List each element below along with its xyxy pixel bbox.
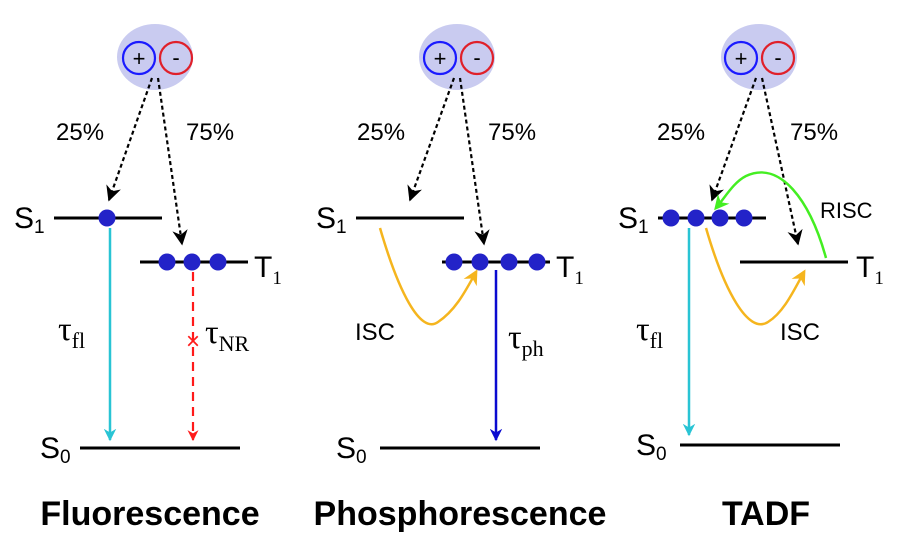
panel-title: TADF [722, 495, 810, 533]
panel-title: Phosphorescence [314, 495, 607, 533]
s0-label: S0 [336, 432, 367, 468]
s0-label: S0 [636, 429, 667, 465]
exciton-dot [500, 253, 518, 271]
exciton-dot [158, 253, 176, 271]
minus-sign: - [473, 45, 480, 70]
hole-circle [422, 40, 458, 76]
plus-sign: + [133, 46, 146, 71]
s0-label: S0 [40, 432, 71, 468]
electron-circle [760, 40, 796, 76]
tau-fl-label: τfl [636, 311, 663, 353]
tau-fl-label: τfl [58, 311, 85, 353]
percent-75: 75% [186, 119, 234, 146]
triplet-branch-arrow [760, 77, 803, 246]
s1-label: S1 [316, 202, 347, 238]
electron-circle [459, 40, 495, 76]
electron-circle [158, 40, 194, 76]
exciton-dot [183, 253, 201, 271]
panel-fluorescence: + - 25% 75% S1 T1 τfl × τNR S0 Fluoresce… [14, 24, 282, 533]
risc-arrow [714, 171, 828, 259]
minus-sign: - [172, 45, 179, 70]
singlet-branch-arrow [407, 77, 456, 202]
minus-sign: - [774, 45, 781, 70]
percent-75: 75% [488, 119, 536, 146]
exciton-pair: + - [117, 24, 194, 90]
exciton-halo [721, 24, 797, 90]
tau-ph-label: τph [508, 319, 544, 361]
exciton-dot [528, 253, 546, 271]
tau-nr-label: τNR [205, 314, 250, 356]
isc-arrow [378, 227, 478, 326]
s1-label: S1 [618, 202, 649, 238]
isc-label: ISC [780, 319, 820, 346]
risc-label: RISC [820, 198, 873, 223]
t1-label: T1 [856, 251, 884, 289]
exciton-dot [711, 209, 729, 227]
exciton-dot [687, 209, 705, 227]
percent-25: 25% [357, 119, 405, 146]
exciton-dot [735, 209, 753, 227]
percent-25: 25% [657, 119, 705, 146]
exciton-pair: + - [419, 24, 495, 90]
singlet-branch-arrow [709, 77, 758, 202]
hole-circle [121, 40, 157, 76]
plus-sign: + [735, 46, 748, 71]
plus-sign: + [434, 46, 447, 71]
panel-tadf: + - 25% 75% S1 T1 RISC ISC τfl S0 TADF [618, 24, 884, 533]
panel-phosphorescence: + - 25% 75% S1 T1 ISC τph S0 Phosphoresc… [314, 24, 607, 533]
exciton-pair: + - [721, 24, 797, 90]
hole-circle [723, 40, 759, 76]
percent-75: 75% [790, 119, 838, 146]
panel-title: Fluorescence [40, 495, 259, 533]
percent-25: 25% [56, 119, 104, 146]
exciton-dot [209, 253, 227, 271]
nonradiative-cross: × [186, 328, 200, 355]
t1-label: T1 [254, 251, 282, 289]
isc-arrow [704, 227, 806, 326]
exciton-dot [471, 253, 489, 271]
t1-label: T1 [556, 251, 584, 289]
exciton-dot [445, 253, 463, 271]
exciton-dot [98, 209, 116, 227]
s1-label: S1 [14, 202, 45, 238]
singlet-branch-arrow [106, 77, 154, 202]
exciton-dot [662, 209, 680, 227]
isc-label: ISC [355, 319, 395, 346]
